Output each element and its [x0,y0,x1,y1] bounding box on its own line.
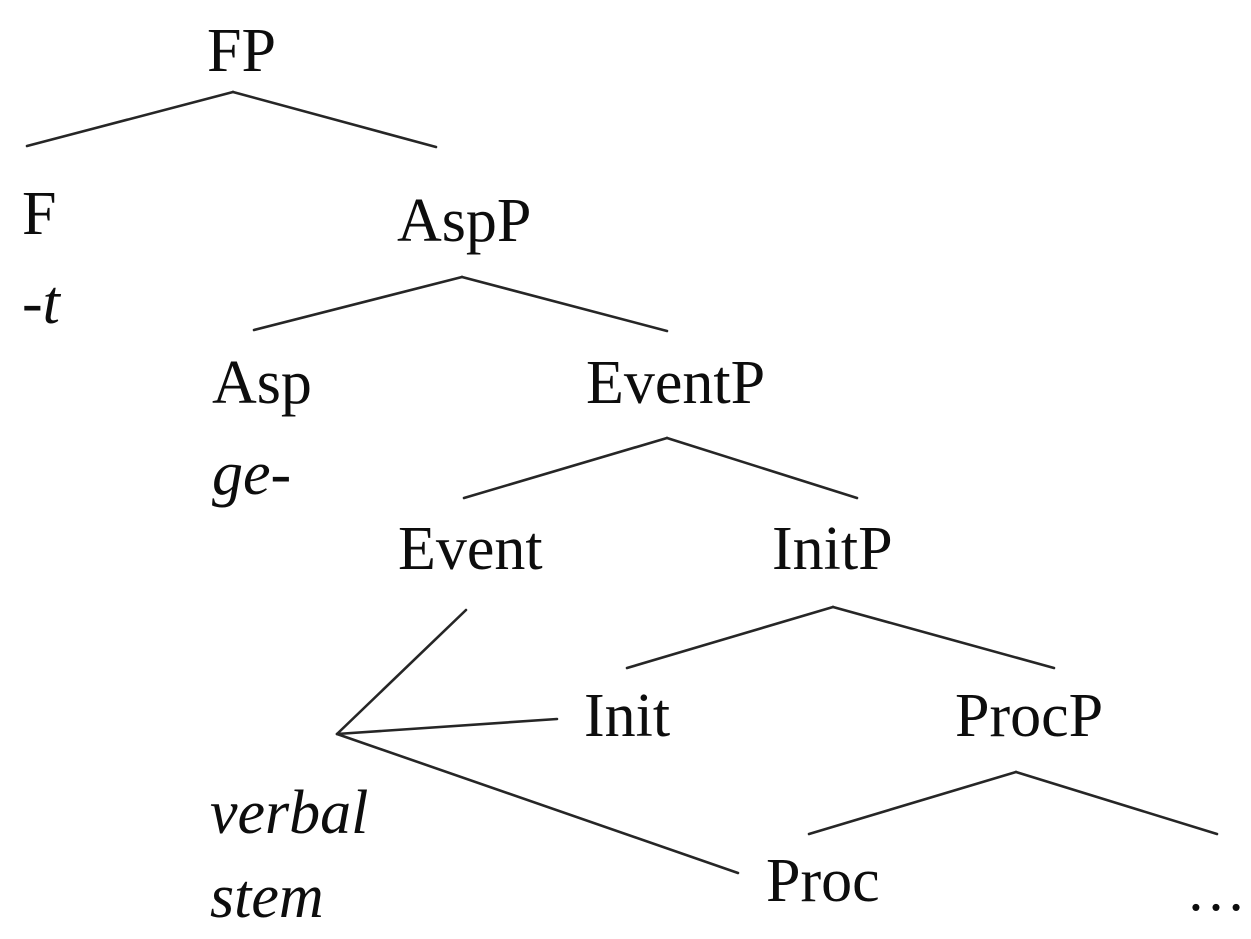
conflation-lines [335,608,740,875]
tree-branch-initp-to-procp [831,605,1056,670]
tree-node-fp: FP [207,17,276,85]
tree-node-asp-exp: ge- [212,440,292,508]
tree-branch-procp-to-etc [1014,770,1219,836]
tree-branch-procp-to-proc [807,770,1018,836]
tree-branch-eventp-to-event [462,436,669,500]
tree-node-init: Init [584,682,671,750]
tree-node-aspp: AspP [397,187,532,255]
tree-node-asp: Asp [212,349,312,417]
tree-node-eventp: EventP [586,349,766,417]
tree-node-stem-2: stem [210,863,324,931]
conflation-line-conflate-to-init [335,717,559,736]
tree-node-proc: Proc [766,847,880,915]
tree-node-event: Event [398,515,543,583]
tree-node-f: F [22,180,57,248]
conflation-line-conflate-to-event [335,608,468,736]
tree-branch-aspp-to-asp [252,275,464,332]
tree-branch-fp-to-aspp [231,90,438,149]
tree-branch-initp-to-init [625,605,835,670]
tree-node-f-exp: -t [22,269,60,337]
tree-node-procp: ProcP [955,682,1104,750]
tree-branch-aspp-to-eventp [460,275,669,333]
tree-node-stem-1: verbal [210,779,369,847]
tree-branch-fp-to-f [25,90,235,148]
tree-branch-eventp-to-initp [665,436,859,500]
tree-node-initp: InitP [772,515,893,583]
conflation-line-conflate-to-proc [335,732,740,875]
tree-node-etc: … [1186,857,1248,923]
